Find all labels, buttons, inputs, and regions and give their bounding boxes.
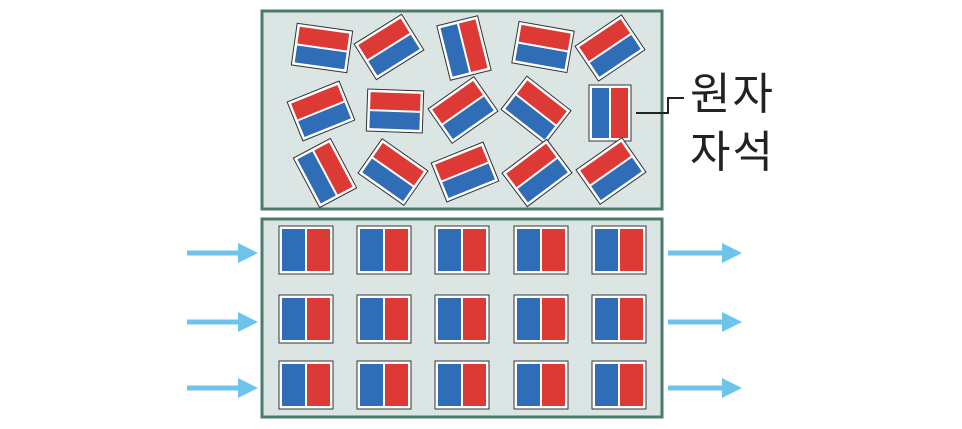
random-magnet: [353, 13, 425, 81]
label-leader-line: [636, 97, 684, 114]
aligned-magnet: [513, 225, 569, 275]
random-magnet: [430, 141, 500, 203]
field-arrow: [187, 378, 258, 398]
label-line-1: 원자: [690, 69, 775, 120]
field-arrows-group: [187, 243, 742, 398]
random-magnets-group: [286, 13, 647, 209]
atomic-magnet-label: 원자 자석: [690, 66, 810, 182]
aligned-magnet: [356, 294, 412, 344]
field-arrow: [187, 243, 258, 263]
field-arrow: [668, 243, 742, 263]
random-magnet: [357, 138, 429, 206]
field-arrow: [668, 312, 742, 332]
aligned-magnet: [591, 360, 647, 410]
aligned-magnet: [278, 294, 334, 344]
aligned-magnet: [434, 360, 490, 410]
aligned-magnet: [434, 294, 490, 344]
random-magnet: [574, 14, 646, 82]
aligned-magnets-group: [278, 225, 647, 410]
field-arrow: [668, 378, 742, 398]
random-magnet: [436, 15, 492, 81]
random-magnet: [427, 76, 499, 144]
label-line-2: 자석: [690, 127, 775, 178]
random-magnet: [511, 20, 575, 74]
aligned-magnet: [591, 225, 647, 275]
aligned-magnet: [513, 360, 569, 410]
random-magnet: [290, 22, 354, 74]
aligned-magnet: [591, 294, 647, 344]
aligned-magnet: [513, 294, 569, 344]
aligned-magnet: [356, 360, 412, 410]
aligned-magnet: [278, 360, 334, 410]
random-magnet: [286, 80, 356, 142]
aligned-magnet: [356, 225, 412, 275]
aligned-magnet: [278, 225, 334, 275]
field-arrow: [187, 312, 258, 332]
aligned-magnet: [434, 225, 490, 275]
random-magnet: [292, 137, 358, 209]
random-magnet: [365, 88, 425, 134]
random-magnet: [501, 138, 573, 208]
random-magnet: [500, 75, 572, 145]
random-magnet: [575, 137, 647, 205]
random-magnet: [588, 84, 632, 142]
